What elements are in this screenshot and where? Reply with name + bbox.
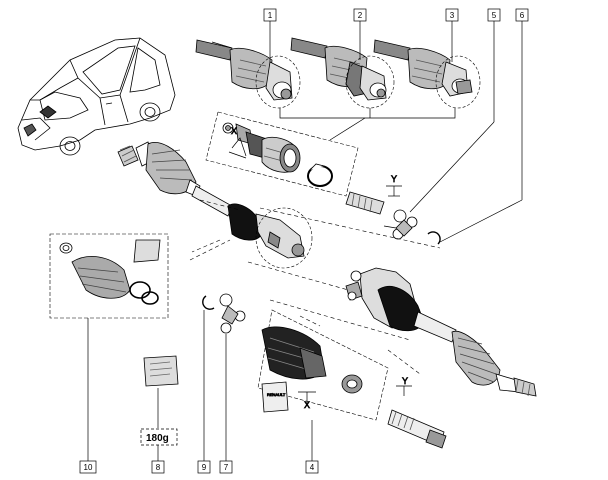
variant-bracket — [279, 108, 456, 141]
leader-lines — [87, 20, 523, 462]
callout-2: 2 — [353, 8, 367, 22]
y-marker-bottom-text: Y — [402, 376, 408, 386]
callout-6: 6 — [515, 8, 529, 22]
callout-9: 9 — [197, 460, 211, 474]
tripod-joint-7 — [219, 293, 246, 334]
callout-1-text: 1 — [268, 11, 273, 20]
lower-drive-shaft — [345, 267, 537, 397]
callout-3-text: 3 — [450, 11, 455, 20]
joint-variant-1 — [195, 39, 293, 101]
lower-kit-sachet-text: RENAULT — [267, 392, 286, 397]
callout-10: 10 — [79, 460, 97, 474]
joint-variant-2 — [290, 37, 387, 101]
stub-shaft-upper — [345, 191, 385, 215]
callout-8: 8 — [151, 460, 165, 474]
upper-joint-highlight — [255, 207, 313, 269]
callout-1: 1 — [263, 8, 277, 22]
x-marker-top: X — [228, 126, 247, 159]
x-marker-bottom: X — [298, 391, 316, 410]
x-marker-bottom-text: X — [304, 400, 310, 410]
upper-drive-shaft — [117, 141, 305, 259]
tripod-joint-upper — [383, 209, 418, 240]
y-marker-top: Y — [386, 174, 402, 197]
callout-5: 5 — [487, 8, 501, 22]
callout-5-text: 5 — [492, 11, 497, 20]
circlip-9 — [202, 295, 215, 310]
circlip-6 — [427, 231, 441, 245]
callout-7: 7 — [219, 460, 233, 474]
lower-kit-parts: RENAULT — [261, 326, 363, 413]
callout-4: 4 — [305, 460, 319, 474]
car-illustration — [17, 37, 176, 156]
callout-6-text: 6 — [520, 11, 525, 20]
x-marker-top-text: X — [231, 126, 237, 136]
grease-amount-text: 180g — [146, 433, 169, 444]
boot-kit-parts — [59, 239, 161, 305]
grease-amount-box: 180g — [140, 428, 178, 446]
y-marker-bottom: Y — [396, 376, 412, 396]
callout-9-text: 9 — [202, 463, 207, 472]
joint-variant-3 — [373, 39, 473, 97]
middle-kit-parts — [222, 122, 333, 187]
lower-kit-dashed-box — [257, 309, 389, 421]
y-marker-top-text: Y — [391, 174, 397, 184]
callout-10-text: 10 — [84, 463, 93, 472]
variant-highlight-circles — [255, 55, 481, 109]
callout-7-text: 7 — [224, 463, 229, 472]
callout-2-text: 2 — [358, 11, 363, 20]
stub-shaft-lower — [387, 409, 447, 449]
callout-4-text: 4 — [310, 463, 315, 472]
callout-3: 3 — [445, 8, 459, 22]
grease-sachet-8 — [143, 355, 179, 387]
callout-8-text: 8 — [156, 463, 161, 472]
middle-kit-dashed-box — [205, 111, 359, 197]
boot-kit-dashed-box — [49, 233, 169, 319]
